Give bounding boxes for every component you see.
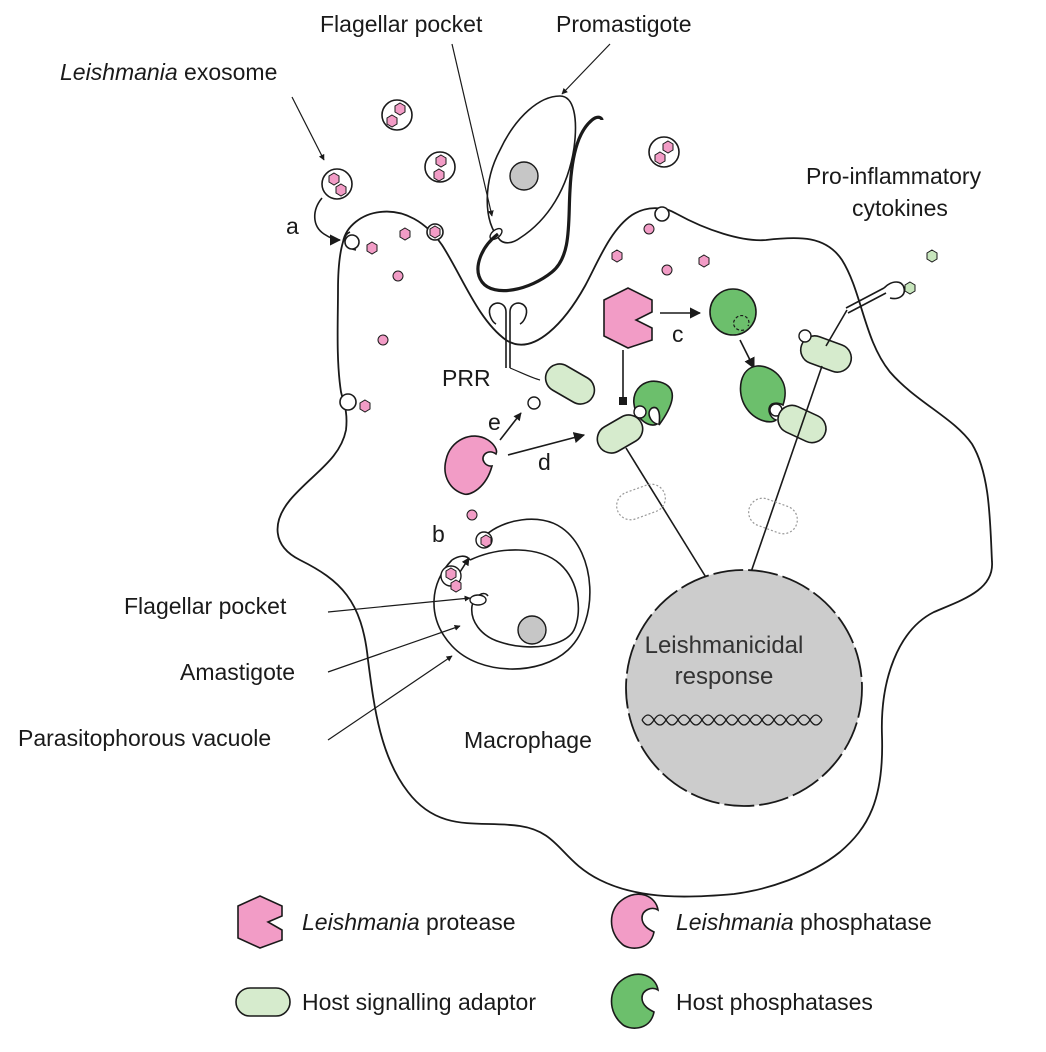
released-exosome-content bbox=[429, 225, 441, 239]
step-c: c bbox=[672, 321, 684, 347]
degraded-adaptor bbox=[748, 497, 798, 535]
cargo-particle bbox=[366, 241, 378, 255]
leishmania-protease-center bbox=[603, 287, 653, 349]
label-leishmania-exosome: Leishmania exosome bbox=[60, 59, 277, 85]
label-cytokines: cytokines bbox=[852, 195, 948, 221]
cytokine-receptor bbox=[845, 249, 938, 314]
promastigote bbox=[476, 95, 604, 293]
arrow-to-nucleus-center bbox=[625, 447, 721, 601]
legend-protease-label: Leishmania protease bbox=[302, 909, 516, 935]
host-adaptor-prr bbox=[544, 363, 596, 405]
host-phosphatase-upper bbox=[709, 288, 757, 336]
leishmania-phosphatase-icon bbox=[610, 893, 660, 949]
host-phosphatase-right bbox=[739, 365, 786, 423]
arrow-d bbox=[507, 432, 586, 456]
arrow-a bbox=[313, 197, 342, 246]
nucleus bbox=[625, 569, 863, 807]
promastigote-nucleus bbox=[509, 161, 539, 191]
cargo-particle bbox=[643, 223, 655, 235]
membrane-vesicle-a bbox=[344, 234, 360, 250]
exosome-group-right bbox=[648, 136, 680, 168]
cytokine bbox=[926, 249, 938, 263]
host-phosphatase-center bbox=[633, 380, 674, 426]
promastigote-flagellum bbox=[476, 115, 604, 293]
legend-phosphatase-label: Leishmania phosphatase bbox=[676, 909, 932, 935]
dna-helix-strand-2 bbox=[641, 714, 823, 726]
leishmania-phosphatase-center bbox=[444, 435, 498, 496]
cargo-particle bbox=[392, 270, 404, 282]
prr-link bbox=[509, 367, 541, 381]
membrane-vesicle-left bbox=[339, 393, 357, 411]
exosome-group-top bbox=[381, 99, 413, 131]
label-amastigote: Amastigote bbox=[180, 659, 295, 685]
step-a: a bbox=[286, 213, 299, 239]
phospho-site bbox=[527, 396, 541, 410]
arrow-to-nucleus-right bbox=[737, 365, 823, 606]
legend: Leishmania protease Leishmania phosphata… bbox=[235, 893, 932, 1029]
receptor-stalk bbox=[825, 309, 848, 347]
nucleus-label-2: response bbox=[675, 663, 774, 690]
amastigote-flagellar-pocket bbox=[469, 594, 487, 606]
cargo-particle bbox=[377, 334, 389, 346]
pointer-exosome bbox=[291, 96, 325, 161]
legend-adaptor-label: Host signalling adaptor bbox=[302, 989, 536, 1015]
exosome-group-left bbox=[321, 168, 353, 200]
pointer-amastigote bbox=[327, 624, 461, 673]
pointer-promastigote bbox=[561, 43, 611, 95]
label-prr: PRR bbox=[442, 365, 491, 391]
arrow-e bbox=[499, 412, 522, 441]
degraded-adaptor bbox=[616, 483, 666, 521]
exosome-group-middle bbox=[424, 151, 456, 183]
cytokine bbox=[904, 281, 916, 295]
cargo-particle bbox=[698, 254, 710, 268]
pointer-flagellar-pocket-left bbox=[327, 595, 471, 613]
arrow-c-down bbox=[739, 339, 755, 370]
label-macrophage: Macrophage bbox=[464, 727, 592, 753]
step-d: d bbox=[538, 449, 551, 475]
phospho-site bbox=[798, 329, 812, 343]
dna-helix-icon bbox=[641, 714, 823, 726]
label-flagellar-pocket-left: Flagellar pocket bbox=[124, 593, 287, 619]
inhibition-end bbox=[619, 397, 627, 405]
step-e: e bbox=[488, 409, 501, 435]
amastigote-nucleus bbox=[517, 615, 547, 645]
parasitophorous-vacuole bbox=[433, 509, 591, 670]
label-promastigote: Promastigote bbox=[556, 11, 692, 37]
host-adaptor-center bbox=[596, 414, 644, 454]
step-b: b bbox=[432, 521, 445, 547]
exosome-cargo bbox=[359, 399, 371, 413]
cargo-particle bbox=[661, 264, 673, 276]
legend-host-phosphatases-label: Host phosphatases bbox=[676, 989, 873, 1015]
macrophage-membrane bbox=[276, 207, 993, 898]
label-flagellar-pocket-top: Flagellar pocket bbox=[320, 11, 483, 37]
host-signalling-adaptor-icon bbox=[235, 987, 291, 1017]
host-phosphatase-icon bbox=[610, 973, 660, 1029]
pointer-vacuole bbox=[327, 655, 453, 741]
pointer-flagellar-pocket-top bbox=[451, 43, 494, 217]
cargo-particle bbox=[399, 227, 411, 241]
leishmania-protease-icon bbox=[237, 895, 283, 949]
membrane-vesicle-top bbox=[654, 206, 670, 222]
nucleus-label-1: Leishmanicidal bbox=[645, 632, 804, 659]
prr-receptor bbox=[488, 302, 528, 368]
label-parasitophorous-vacuole: Parasitophorous vacuole bbox=[18, 725, 271, 751]
label-pro-inflammatory: Pro-inflammatory bbox=[806, 163, 982, 189]
cargo-particle bbox=[611, 249, 623, 263]
amastigote bbox=[469, 549, 580, 648]
